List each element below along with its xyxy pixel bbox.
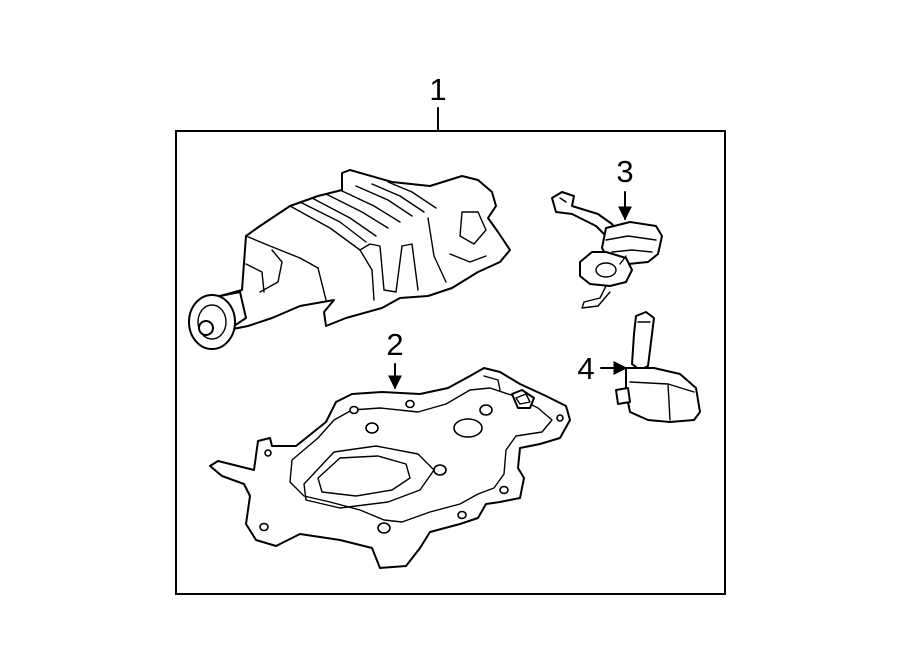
callout-4-label: 4 — [577, 351, 594, 386]
callout-1-label: 1 — [429, 72, 446, 107]
sensor-drawing — [615, 311, 701, 423]
supercharger-drawing — [188, 169, 511, 350]
callout-2-label: 2 — [386, 327, 403, 362]
actuator-drawing — [551, 191, 663, 309]
assembly-frame — [175, 130, 726, 595]
mounting-plate-drawing — [209, 367, 571, 569]
callout-3-label: 3 — [616, 154, 633, 189]
